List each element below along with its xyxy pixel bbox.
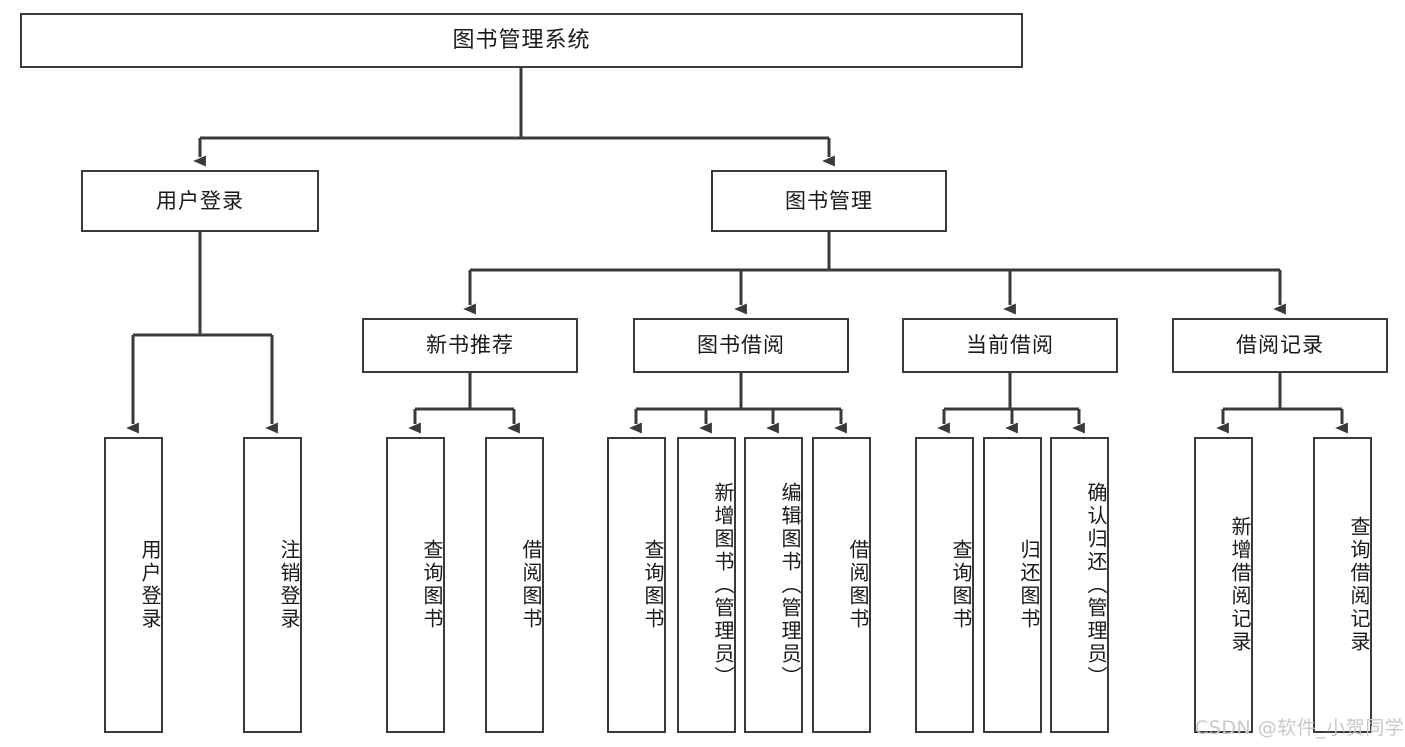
node-leaf-user-logout-label: 注销登录: [277, 539, 301, 631]
node-root-label: 图书管理系统: [452, 27, 591, 53]
node-leaf-add-book-label: 新增图书（管理员）: [711, 481, 735, 689]
node-leaf-user-login-label: 用户登录: [138, 539, 162, 631]
node-leaf-edit-book-label: 编辑图书（管理员）: [778, 481, 802, 689]
node-leaf-rec-borrow-book-label: 借阅图书: [519, 539, 543, 631]
node-root[interactable]: 图书管理系统: [20, 13, 1023, 68]
node-new-book-rec-label: 新书推荐: [426, 333, 514, 358]
node-new-book-rec[interactable]: 新书推荐: [362, 318, 578, 373]
node-leaf-confirm-return[interactable]: 确认归还（管理员）: [1050, 437, 1109, 733]
node-borrow-records[interactable]: 借阅记录: [1172, 318, 1388, 373]
node-leaf-user-logout[interactable]: 注销登录: [243, 437, 302, 733]
node-book-manage-label: 图书管理: [785, 188, 873, 213]
node-leaf-return-book-label: 归还图书: [1017, 539, 1041, 631]
node-book-borrow[interactable]: 图书借阅: [633, 318, 849, 373]
node-user-login-label: 用户登录: [156, 188, 244, 213]
node-leaf-edit-book[interactable]: 编辑图书（管理员）: [744, 437, 803, 733]
node-leaf-rec-query-book-label: 查询图书: [420, 539, 444, 631]
node-leaf-rec-query-book[interactable]: 查询图书: [386, 437, 445, 733]
node-leaf-borrow-query-book-label: 查询图书: [641, 539, 665, 631]
node-leaf-query-record[interactable]: 查询借阅记录: [1313, 437, 1372, 733]
node-book-borrow-label: 图书借阅: [697, 333, 785, 358]
node-leaf-borrow-query-book[interactable]: 查询图书: [607, 437, 666, 733]
node-leaf-borrow-book-label: 借阅图书: [846, 539, 870, 631]
node-leaf-return-book[interactable]: 归还图书: [983, 437, 1042, 733]
node-leaf-confirm-return-label: 确认归还（管理员）: [1084, 481, 1108, 689]
watermark-text: CSDN @软件_小贺同学: [1195, 717, 1405, 739]
node-current-borrow-label: 当前借阅: [966, 333, 1054, 358]
node-leaf-add-book[interactable]: 新增图书（管理员）: [677, 437, 736, 733]
node-leaf-user-login[interactable]: 用户登录: [104, 437, 163, 733]
node-leaf-add-record[interactable]: 新增借阅记录: [1194, 437, 1253, 733]
node-user-login[interactable]: 用户登录: [81, 170, 319, 232]
node-leaf-cur-query-book-label: 查询图书: [949, 539, 973, 631]
node-leaf-cur-query-book[interactable]: 查询图书: [915, 437, 974, 733]
node-leaf-rec-borrow-book[interactable]: 借阅图书: [485, 437, 544, 733]
node-leaf-borrow-book[interactable]: 借阅图书: [812, 437, 871, 733]
node-leaf-add-record-label: 新增借阅记录: [1228, 516, 1252, 654]
node-leaf-query-record-label: 查询借阅记录: [1347, 516, 1371, 654]
node-borrow-records-label: 借阅记录: [1236, 333, 1324, 358]
node-current-borrow[interactable]: 当前借阅: [902, 318, 1118, 373]
node-book-manage[interactable]: 图书管理: [711, 170, 947, 232]
